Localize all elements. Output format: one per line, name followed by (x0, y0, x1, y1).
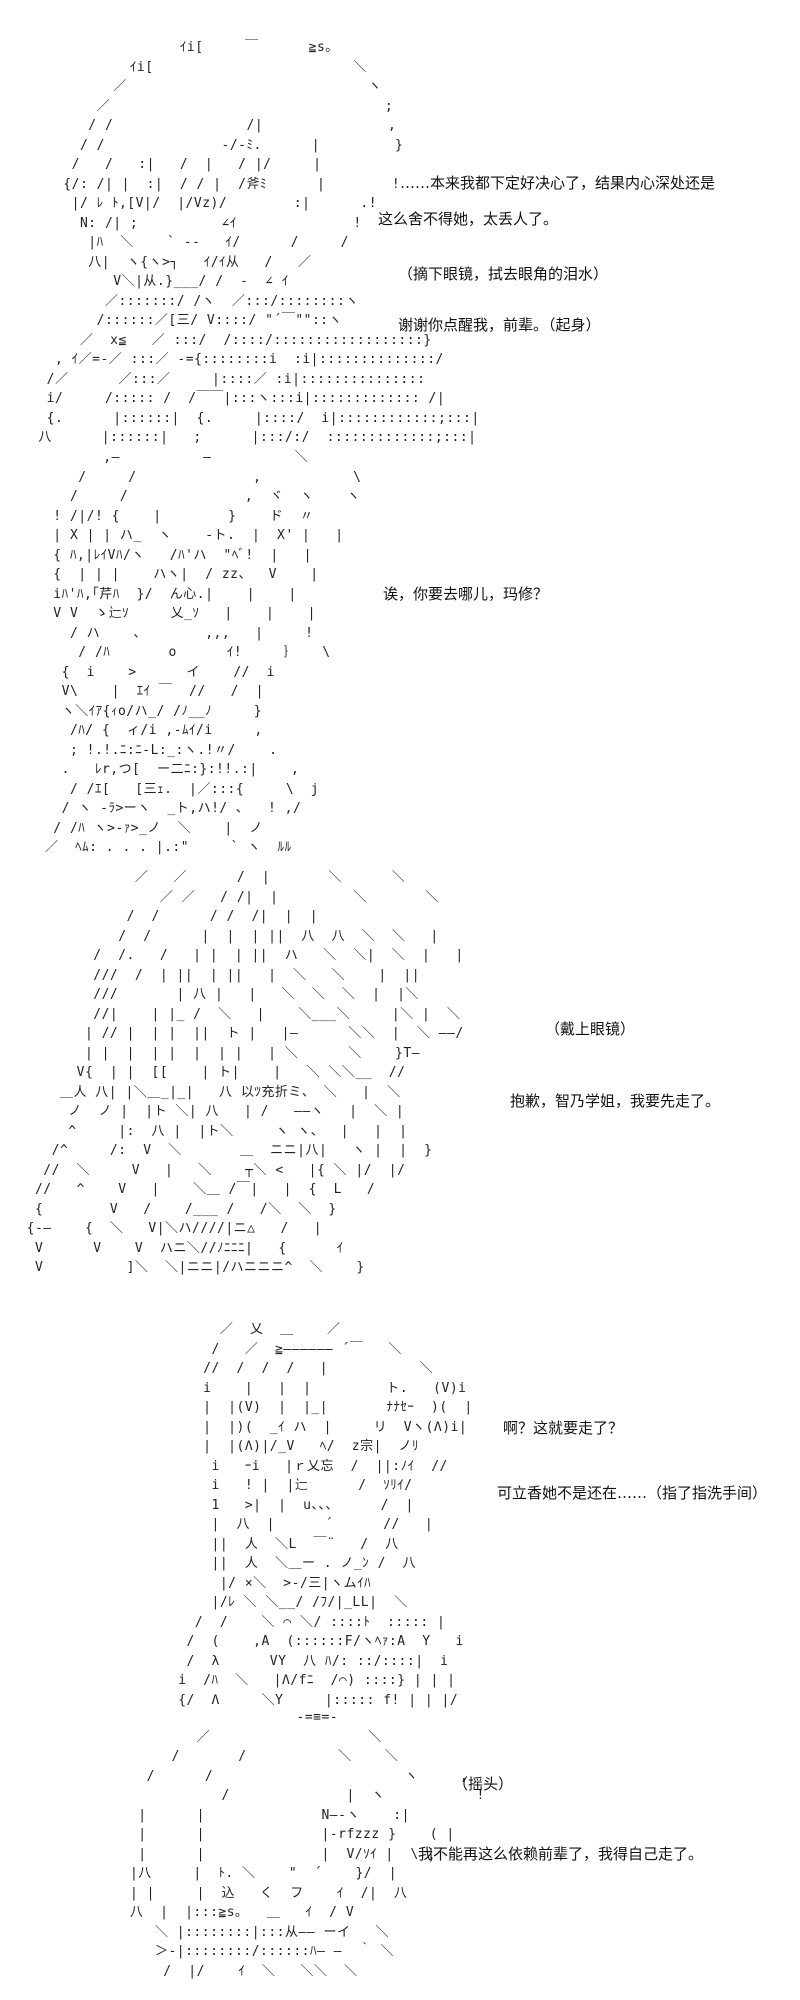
panel-1: ｲi[ ￣ ≧s｡ ｲi[ ＼ ／ ヽ ／ ; / / /| , / / (0, 0, 800, 445)
panel-4: ／ 乂 ＿ ／ / ／ ≧—————— ´￣ ＼ // / / / | ＼ i … (0, 1300, 800, 1708)
dialogue-line: 抱歉，智乃学姐，我要先走了。 (510, 1092, 721, 1110)
ascii-art-figure-3: ／ ／ / | ＼ ＼ ／ ／ / /| | ＼ ＼ / / / / /| | … (26, 870, 464, 1275)
dialogue-line: （摘下眼镜，拭去眼角的泪水） (398, 265, 609, 283)
dialogue-line: 诶，你要去哪儿，玛修？ (383, 585, 549, 603)
dialogue-line: 我不能再这么依赖前辈了，我得自己走了。 (418, 1845, 704, 1863)
dialogue-line: 可立香她不是还在……（指了指洗手间） (497, 1484, 768, 1502)
ascii-art-figure-5: -=≡=- ／ ＼ / / ＼ ＼ / / ヽ , / | ヽ ! | | (129, 1710, 485, 1979)
dialogue-line: 这么舍不得她，太丢人了。 (378, 210, 559, 228)
dialogue-line: 啊？这就要走了？ (503, 1419, 624, 1437)
ascii-art-figure-2: ,— — ＼ / / , \ / / , ヾ ヽ ヽ ! /|/! { | } … (44, 450, 362, 855)
dialogue-line: （戴上眼镜） (545, 1020, 636, 1038)
panel-2: ,— — ＼ / / , \ / / , ヾ ヽ ヽ ! /|/! { | } … (0, 440, 800, 860)
dialogue-line: ……本来我都下定好决心了，结果内心深处还是 (400, 174, 716, 192)
ascii-art-figure-1: ｲi[ ￣ ≧s｡ ｲi[ ＼ ／ ヽ ／ ; / / /| , / / (38, 40, 480, 445)
dialogue-line: 谢谢你点醒我，前辈。（起身） (398, 316, 601, 334)
panel-5: -=≡=- ／ ＼ / / ＼ ＼ / / ヽ , / | ヽ ! | | (0, 1700, 800, 2000)
dialogue-line: （摇头） (453, 1775, 514, 1793)
ascii-art-figure-4: ／ 乂 ＿ ／ / ／ ≧—————— ´￣ ＼ // / / / | ＼ i … (178, 1322, 473, 1708)
panel-3: ／ ／ / | ＼ ＼ ／ ／ / /| | ＼ ＼ / / / / /| | … (0, 860, 800, 1300)
